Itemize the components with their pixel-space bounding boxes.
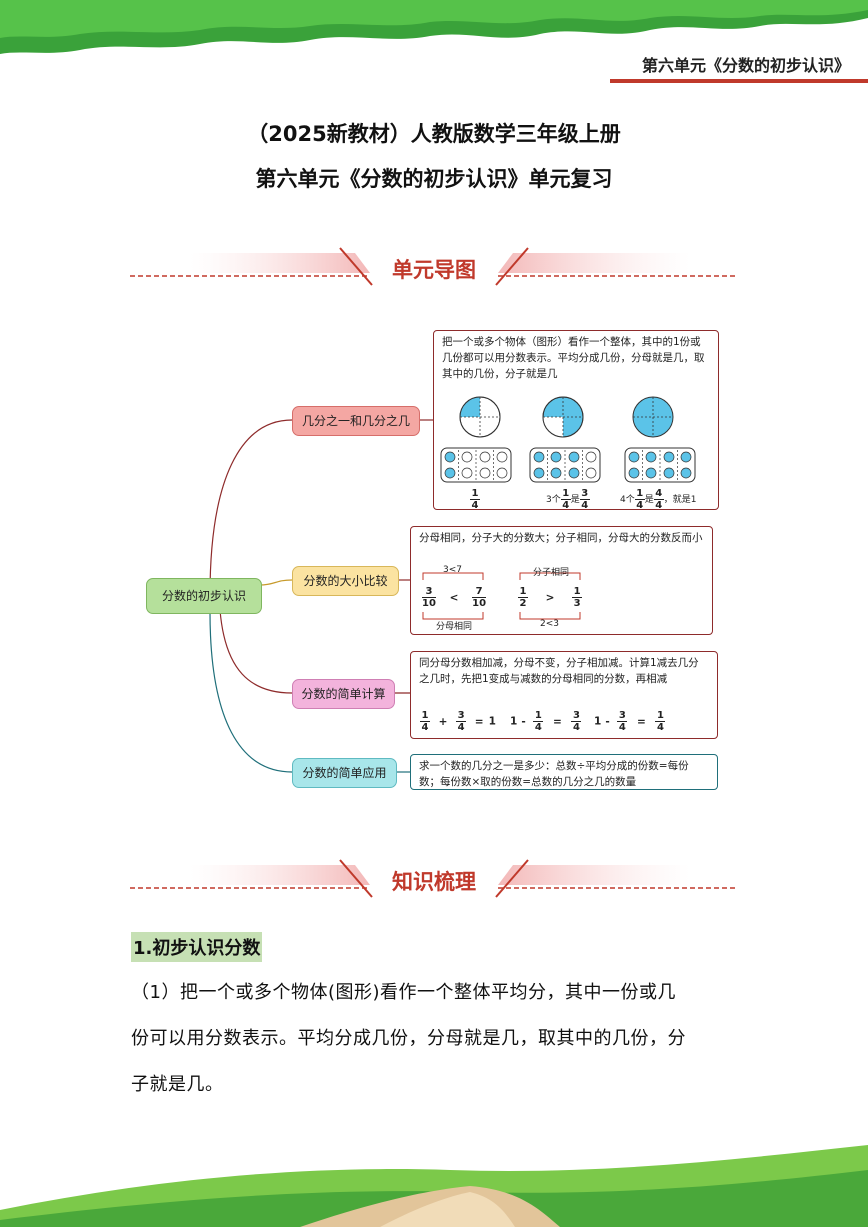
mindmap-panel-compare: 分母相同，分子大的分数大；分子相同，分母大的分数反而小: [410, 526, 713, 635]
circle-quarter-1: [459, 396, 501, 438]
document-title-line1: （2025新教材）人教版数学三年级上册: [247, 122, 621, 146]
panel-calc-text: 同分母分数相加减，分母不变，分子相加减。计算1减去几分之几时，先把1变成与减数的…: [419, 657, 699, 685]
circle-quarter-4: [632, 396, 674, 438]
mindmap-branch-compare: 分数的大小比较: [292, 566, 399, 596]
compare-left-top-note: 3<7: [443, 565, 462, 575]
compare-brackets: [422, 572, 581, 620]
running-title-underline: [610, 79, 868, 83]
mindmap-panel-apply: 求一个数的几分之一是多少：总数÷平均分成的份数=每份数；每份数×取的份数=总数的…: [410, 754, 718, 790]
knowledge-paragraph-line3: 子就是几。: [131, 1074, 224, 1095]
section-heading-map: 单元导图: [392, 258, 476, 282]
document-title-line2: 第六单元《分数的初步认识》单元复习: [255, 167, 613, 191]
compare-right-top-note: 分子相同: [533, 568, 570, 578]
dot-grid-3: [624, 447, 696, 483]
panel-fractions-text: 把一个或多个物体（图形）看作一个整体，其中的1份或几份都可以用分数表示。平均分成…: [442, 336, 705, 380]
mindmap-panel-calc: 同分母分数相加减，分母不变，分子相加减。计算1减去几分之几时，先把1变成与减数的…: [410, 651, 718, 739]
mindmap-branch-calc: 分数的简单计算: [292, 679, 395, 709]
top-green-band: [0, 0, 868, 54]
dot-grid-2: [529, 447, 601, 483]
section-banner-map: [130, 247, 738, 286]
knowledge-paragraph-line1: （1）把一个或多个物体(图形)看作一个整体平均分，其中一份或几: [131, 982, 676, 1003]
bottom-grass-decoration: [0, 1145, 868, 1227]
running-title: 第六单元《分数的初步认识》: [641, 56, 850, 75]
section-heading-knowledge: 知识梳理: [392, 870, 476, 894]
knowledge-heading-1: 1.初步认识分数: [131, 932, 263, 962]
panel-fractions-figures: [440, 396, 696, 483]
mindmap-root: 分数的初步认识: [146, 578, 262, 614]
panel-apply-text: 求一个数的几分之一是多少：总数÷平均分成的份数=每份数；每份数×取的份数=总数的…: [419, 760, 689, 788]
mindmap-branch-apply: 分数的简单应用: [292, 758, 397, 788]
circle-quarter-3: [542, 396, 584, 438]
section-banner-knowledge: [130, 859, 738, 898]
mindmap-branch-fractions: 几分之一和几分之几: [292, 406, 420, 436]
compare-left-bottom-note: 分母相同: [436, 622, 473, 632]
panel-compare-text: 分母相同，分子大的分数大；分子相同，分母大的分数反而小: [419, 532, 703, 544]
compare-right-bottom-note: 2<3: [540, 619, 559, 629]
dot-grid-1: [440, 447, 512, 483]
knowledge-paragraph-line2: 份可以用分数表示。平均分成几份，分母就是几，取其中的几份，分: [131, 1028, 686, 1049]
